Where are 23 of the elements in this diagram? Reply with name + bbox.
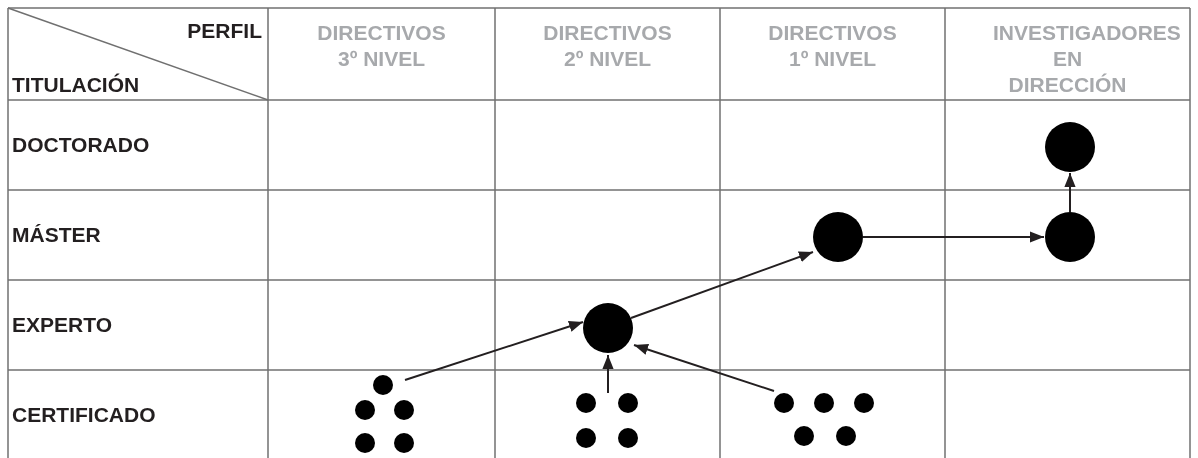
row-heading: TITULACIÓN [12,72,141,98]
column-header: DIRECTIVOS 2º NIVEL [542,20,673,72]
column-heading: PERFIL [186,18,262,44]
column-header: INVESTIGADORES EN DIRECCIÓN [992,20,1182,98]
column-header: DIRECTIVOS 1º NIVEL [767,20,898,72]
dot [1045,212,1095,262]
arrow [1064,172,1076,213]
dot-cluster [355,375,415,454]
dot-cluster [576,393,638,448]
dot [1045,122,1095,172]
arrow [862,231,1045,243]
row-header: EXPERTO [12,312,113,338]
column-header: DIRECTIVOS 3º NIVEL [316,20,447,72]
dot [813,212,863,262]
arrow [602,354,614,394]
arrow [633,344,775,392]
row-header: MÁSTER [12,222,102,248]
arrow [630,251,814,319]
dot-cluster [774,393,875,447]
row-header: DOCTORADO [12,132,151,158]
arrow [404,321,584,381]
dot [583,303,633,353]
row-header: CERTIFICADO [12,402,157,428]
